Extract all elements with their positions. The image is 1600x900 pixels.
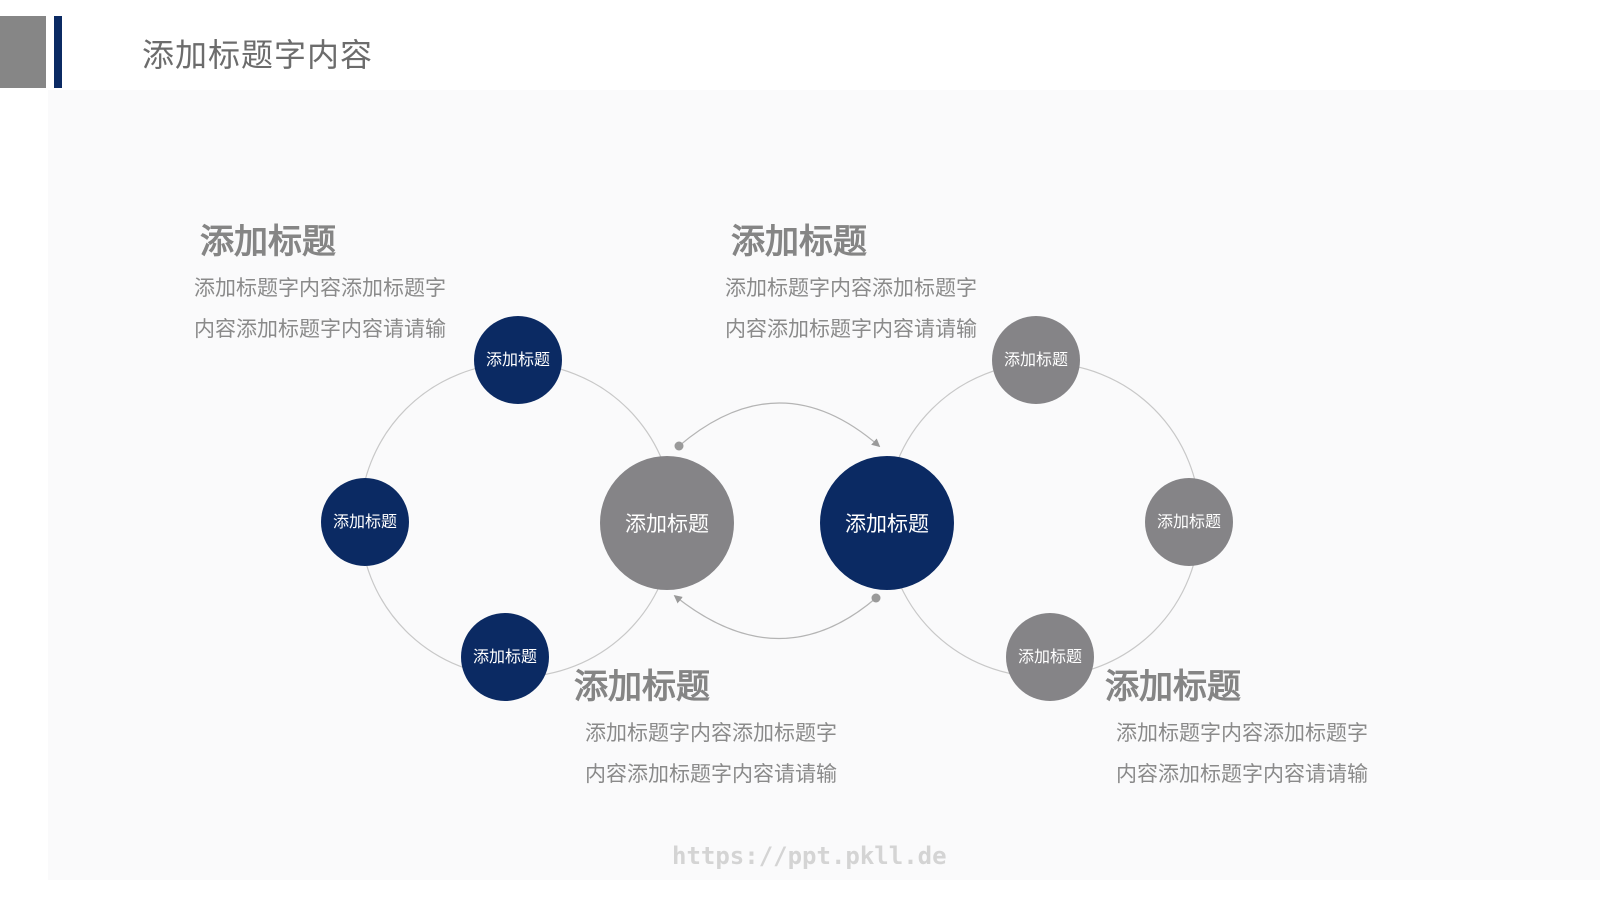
right-node-top-label: 添加标题 xyxy=(1004,350,1069,369)
watermark-url: https://ppt.pkll.de xyxy=(672,842,947,870)
top-connector-arrow xyxy=(678,402,881,448)
left-node-left: 添加标题 xyxy=(321,478,409,566)
page-title: 添加标题字内容 xyxy=(142,36,374,74)
right-node-bottom-label: 添加标题 xyxy=(1018,647,1083,666)
slide-panel xyxy=(48,90,1600,880)
block-body: 添加标题字内容添加标题字内容添加标题字内容请请输 xyxy=(1116,721,1368,786)
text-block-bottom-right: 添加标题 添加标题字内容添加标题字内容添加标题字内容请请输 xyxy=(1099,665,1369,795)
text-block-top-left: 添加标题 添加标题字内容添加标题字内容添加标题字内容请请输 xyxy=(194,220,464,350)
top-connector-dot xyxy=(674,441,684,451)
block-body: 添加标题字内容添加标题字内容添加标题字内容请请输 xyxy=(194,276,446,341)
bottom-connector-dot xyxy=(871,593,881,603)
right-center-node: 添加标题 xyxy=(820,456,954,590)
right-node-bottom: 添加标题 xyxy=(1006,613,1094,701)
block-title: 添加标题 xyxy=(1105,667,1241,707)
left-node-top-label: 添加标题 xyxy=(486,350,551,369)
block-body: 添加标题字内容添加标题字内容添加标题字内容请请输 xyxy=(725,276,977,341)
left-node-top: 添加标题 xyxy=(474,316,562,404)
left-center-label: 添加标题 xyxy=(625,512,709,536)
left-node-left-label: 添加标题 xyxy=(333,512,398,531)
text-block-top-center: 添加标题 添加标题字内容添加标题字内容添加标题字内容请请输 xyxy=(725,220,995,350)
right-node-right-label: 添加标题 xyxy=(1157,512,1222,531)
block-title: 添加标题 xyxy=(200,222,336,262)
left-center-node: 添加标题 xyxy=(600,456,734,590)
block-title: 添加标题 xyxy=(731,222,867,262)
bottom-connector-arrow xyxy=(673,594,877,640)
left-node-bottom-label: 添加标题 xyxy=(473,647,538,666)
text-block-bottom-center: 添加标题 添加标题字内容添加标题字内容添加标题字内容请请输 xyxy=(568,665,838,795)
header-accent-navy xyxy=(54,16,62,88)
block-body: 添加标题字内容添加标题字内容添加标题字内容请请输 xyxy=(585,721,837,786)
right-node-top: 添加标题 xyxy=(992,316,1080,404)
block-title: 添加标题 xyxy=(574,667,710,707)
left-node-bottom: 添加标题 xyxy=(461,613,549,701)
right-node-right: 添加标题 xyxy=(1145,478,1233,566)
header-accent-gray xyxy=(0,16,46,88)
right-center-label: 添加标题 xyxy=(845,512,929,536)
